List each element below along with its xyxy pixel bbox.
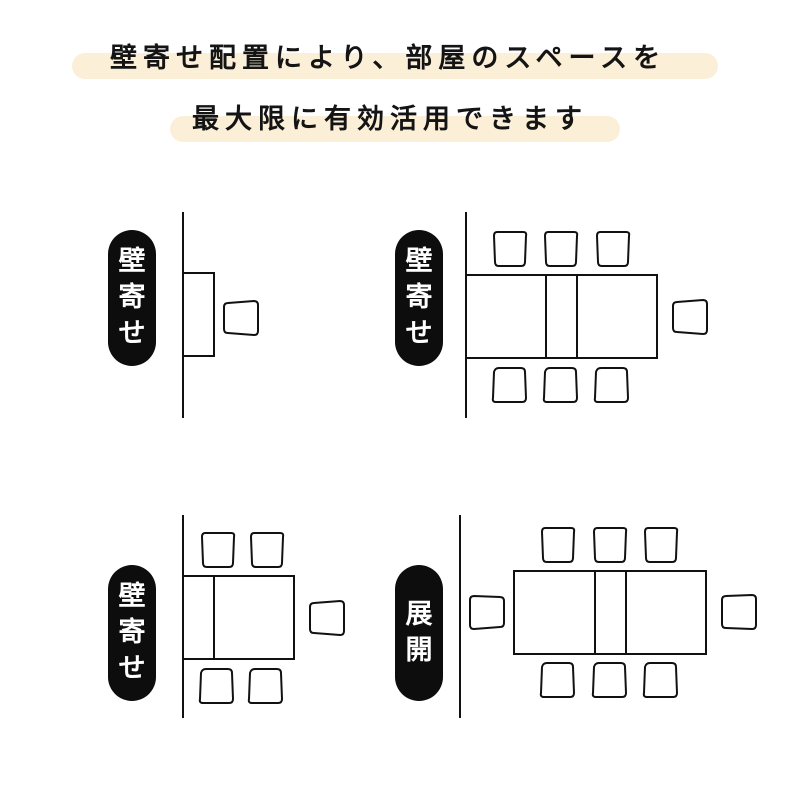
label-pill-extended: 展 開 [395, 565, 443, 701]
chair-icon [198, 668, 235, 704]
headline-highlight-1 [72, 53, 718, 79]
chair-icon [492, 231, 528, 267]
panel-extended [459, 515, 757, 718]
headline-line-1: 壁寄せ配置により、部屋のスペースを [110, 43, 667, 74]
chair-icon [200, 532, 236, 568]
chair-icon [309, 599, 345, 637]
label-char: 壁 [405, 246, 433, 277]
label-char: 寄 [118, 617, 146, 648]
table [465, 274, 658, 359]
label-char: 寄 [118, 282, 146, 313]
label-char: 壁 [118, 246, 146, 277]
headline-line-2: 最大限に有効活用できます [192, 104, 588, 135]
chair-icon [539, 662, 576, 698]
chair-icon [593, 367, 630, 403]
label-char: 寄 [405, 282, 433, 313]
label-char: 開 [405, 635, 433, 666]
label-char: せ [118, 318, 146, 349]
table [182, 575, 295, 660]
chair-icon [249, 532, 285, 568]
panel-wall-extended [465, 212, 708, 418]
headline-highlight-2 [170, 116, 620, 142]
chair-icon [491, 367, 528, 403]
chair-icon [642, 662, 679, 698]
chair-icon [542, 367, 579, 403]
chair-icon [469, 594, 505, 631]
chair-icon [643, 527, 679, 563]
chair-icon [595, 231, 631, 267]
chair-icon [721, 593, 757, 631]
label-pill-wall-2: 壁 寄 せ [395, 230, 443, 366]
label-char: 壁 [118, 581, 146, 612]
chair-icon [592, 527, 628, 563]
chair-icon [223, 299, 259, 337]
chair-icon [543, 231, 579, 267]
chair-icon [591, 662, 628, 698]
panel-wall-half [182, 515, 345, 718]
chair-icon [540, 527, 576, 563]
table [182, 272, 215, 357]
table [513, 570, 707, 655]
label-pill-wall-1: 壁 寄 せ [108, 230, 156, 366]
label-char: 展 [405, 599, 433, 630]
panel-wall-compact [182, 212, 259, 418]
label-char: せ [118, 653, 146, 684]
chair-icon [247, 668, 284, 704]
chair-icon [672, 298, 708, 336]
label-char: せ [405, 318, 433, 349]
label-pill-wall-3: 壁 寄 せ [108, 565, 156, 701]
